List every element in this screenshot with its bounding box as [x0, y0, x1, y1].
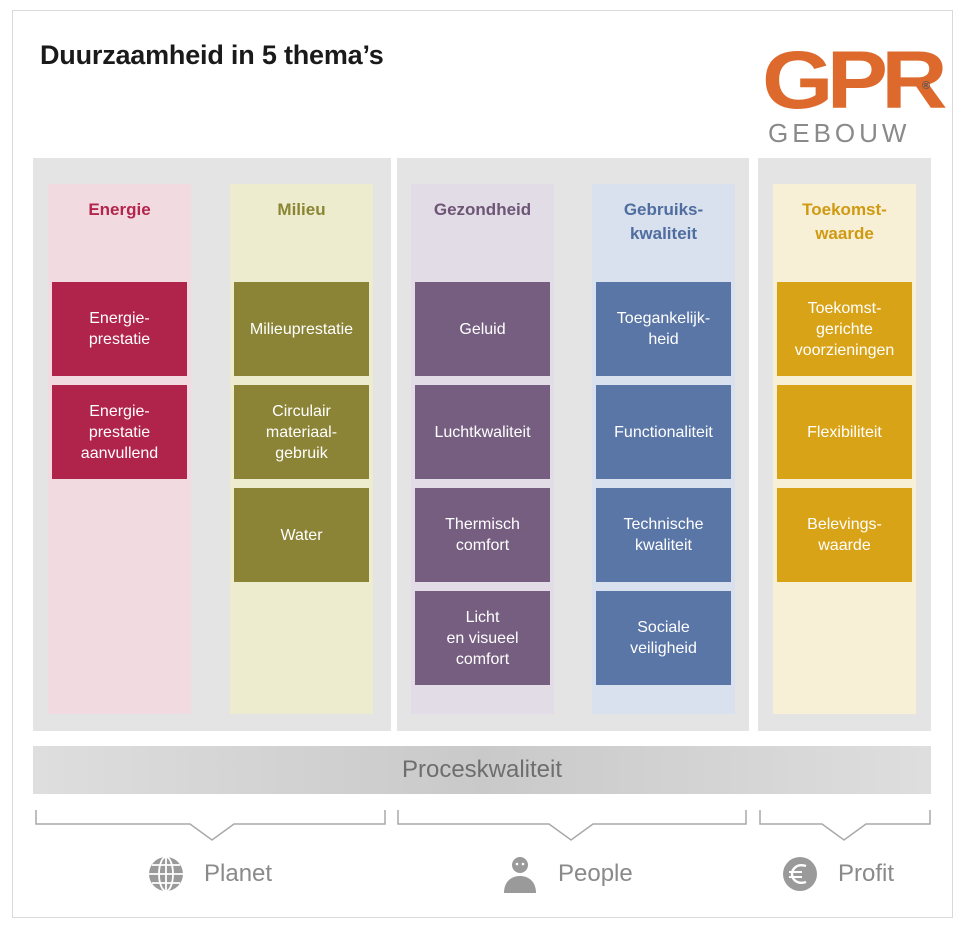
logo-subtitle: GEBOUW — [768, 118, 911, 148]
theme-tile: Milieuprestatie — [234, 282, 369, 376]
planet-bracket — [35, 810, 386, 841]
theme-column-gebruikskwaliteit: Gebruiks- kwaliteit Toegankelijk- heid F… — [592, 184, 735, 714]
page-title: Duurzaamheid in 5 thema’s — [40, 40, 384, 70]
tile-label: Sociale veiligheid — [630, 619, 697, 657]
person-icon — [504, 857, 536, 893]
theme-title: Toekomst- waarde — [802, 200, 887, 243]
theme-tile: Technische kwaliteit — [596, 488, 731, 582]
theme-tile: Sociale veiligheid — [596, 591, 731, 685]
pillar-profit: Profit — [780, 852, 894, 896]
theme-tile: Circulair materiaal- gebruik — [234, 385, 369, 479]
theme-column-toekomstwaarde: Toekomst- waarde Toekomst- gerichte voor… — [773, 184, 916, 714]
theme-title: Milieu — [277, 200, 326, 219]
theme-title: Energie — [88, 200, 151, 219]
theme-column-milieu: Milieu Milieuprestatie Circulair materia… — [230, 184, 373, 714]
theme-column-energie: Energie Energie- prestatie Energie- pres… — [48, 184, 191, 714]
tile-label: Functionaliteit — [614, 423, 713, 441]
tile-label: Circulair materiaal- gebruik — [265, 402, 338, 462]
theme-tile: Thermisch comfort — [415, 488, 550, 582]
theme-tile: Belevings- waarde — [777, 488, 912, 582]
theme-tile: Functionaliteit — [596, 385, 731, 479]
registered-mark: ® — [922, 80, 931, 92]
tile-label: Energie- prestatie aanvullend — [80, 402, 159, 462]
theme-tile: Energie- prestatie — [52, 282, 187, 376]
theme-column-gezondheid: Gezondheid Geluid Luchtkwaliteit Thermis… — [411, 184, 554, 714]
profit-bracket — [759, 810, 931, 841]
people-bracket — [397, 810, 747, 841]
process-quality-label: Proceskwaliteit — [401, 756, 563, 783]
tile-label: Flexibiliteit — [807, 423, 882, 441]
tile-label: Belevings- waarde — [807, 516, 882, 554]
euro-icon — [783, 857, 817, 891]
logo-mark: GPR — [762, 35, 948, 126]
tile-label: Milieuprestatie — [249, 320, 354, 338]
theme-tile: Energie- prestatie aanvullend — [52, 385, 187, 479]
tile-label: Thermisch comfort — [445, 516, 520, 554]
theme-tile: Water — [234, 488, 369, 582]
theme-tile: Geluid — [415, 282, 550, 376]
theme-tile: Flexibiliteit — [777, 385, 912, 479]
pillar-people: People — [500, 852, 633, 896]
globe-icon — [149, 856, 183, 892]
theme-tile: Toekomst- gerichte voorzieningen — [777, 282, 912, 376]
theme-tile: Toegankelijk- heid — [596, 282, 731, 376]
theme-tile: Luchtkwaliteit — [415, 385, 550, 479]
theme-tile: Licht en visueel comfort — [415, 591, 550, 685]
pillar-planet: Planet — [146, 852, 272, 896]
pillar-label: Planet — [204, 860, 273, 887]
tile-label: Technische kwaliteit — [623, 516, 704, 554]
tile-label: Licht en visueel comfort — [446, 608, 519, 668]
pillar-label: Profit — [838, 860, 895, 887]
process-quality-bar: Proceskwaliteit — [33, 746, 931, 794]
theme-title: Gezondheid — [433, 200, 532, 219]
tile-label: Luchtkwaliteit — [434, 423, 531, 441]
tile-label: Toegankelijk- heid — [616, 310, 711, 348]
tile-label: Water — [280, 526, 323, 544]
gpr-logo: GPR ® GEBOUW — [762, 40, 948, 150]
tile-label: Toekomst- gerichte voorzieningen — [794, 299, 895, 359]
tile-label: Energie- prestatie — [88, 310, 151, 348]
tile-label: Geluid — [459, 320, 506, 338]
theme-title: Gebruiks- kwaliteit — [623, 200, 704, 243]
pillar-label: People — [558, 860, 633, 887]
